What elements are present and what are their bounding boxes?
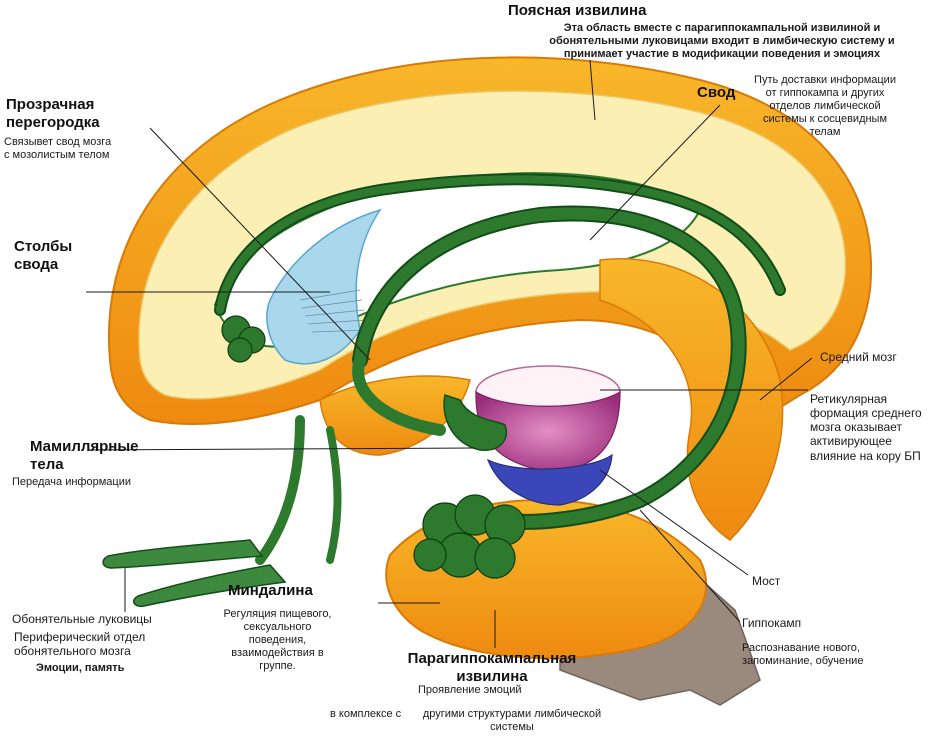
olfactory-desc2: Эмоции, память <box>36 662 125 674</box>
leader-lines <box>86 59 813 648</box>
midbrain-lower <box>486 453 613 506</box>
midbrain-title: Средний мозг <box>820 350 897 364</box>
parahippocampal-desc2: в комплексе с <box>330 708 402 720</box>
cingulate-title: Поясная извилина <box>508 2 647 19</box>
cingulate-desc: Эта область вместе с парагиппокампальной… <box>549 22 895 60</box>
amygdala-title: Миндалина <box>228 582 313 599</box>
parahippocampal-desc1: Проявление эмоций <box>418 684 522 696</box>
septum-desc: Связывет свод мозга с мозолистым телом <box>4 136 112 161</box>
septum-pellucidum <box>266 208 382 365</box>
mamillary-title: Мамиллярные тела <box>30 438 139 473</box>
mamillary-body-shape <box>443 394 507 451</box>
parahippocampal-title: Парагиппокампальная извилина <box>407 650 577 685</box>
parahippocampal-desc3: другими структурами лимбической системы <box>422 708 602 733</box>
amygdala-shape <box>413 494 526 579</box>
fornix-columns-title: Столбы свода <box>14 238 73 273</box>
septum-striations <box>299 289 368 333</box>
septum-title: Прозрачная перегородка <box>6 96 100 131</box>
amygdala-desc: Регуляция пищевого, сексуального поведен… <box>223 608 332 672</box>
olfactory-desc1: Периферический отдел обонятельного мозга <box>14 630 146 659</box>
olfactory-bulbs <box>102 539 287 608</box>
hippocampus-title: Гиппокамп <box>742 616 802 630</box>
mamillary-desc: Передача информации <box>12 476 131 488</box>
olfactory-title: Обонятельные луковицы <box>12 612 152 626</box>
fornix <box>214 173 786 565</box>
pons-title: Мост <box>752 574 781 588</box>
septal-nucleus <box>221 315 266 363</box>
reticular-desc: Ретикулярная формация среднего мозга ока… <box>810 392 922 463</box>
fornix-title: Свод <box>697 84 736 101</box>
fornix-desc: Путь доставки информации от гиппокампа и… <box>754 74 896 138</box>
hippocampus-desc: Распознавание нового, запоминание, обуче… <box>742 642 864 667</box>
